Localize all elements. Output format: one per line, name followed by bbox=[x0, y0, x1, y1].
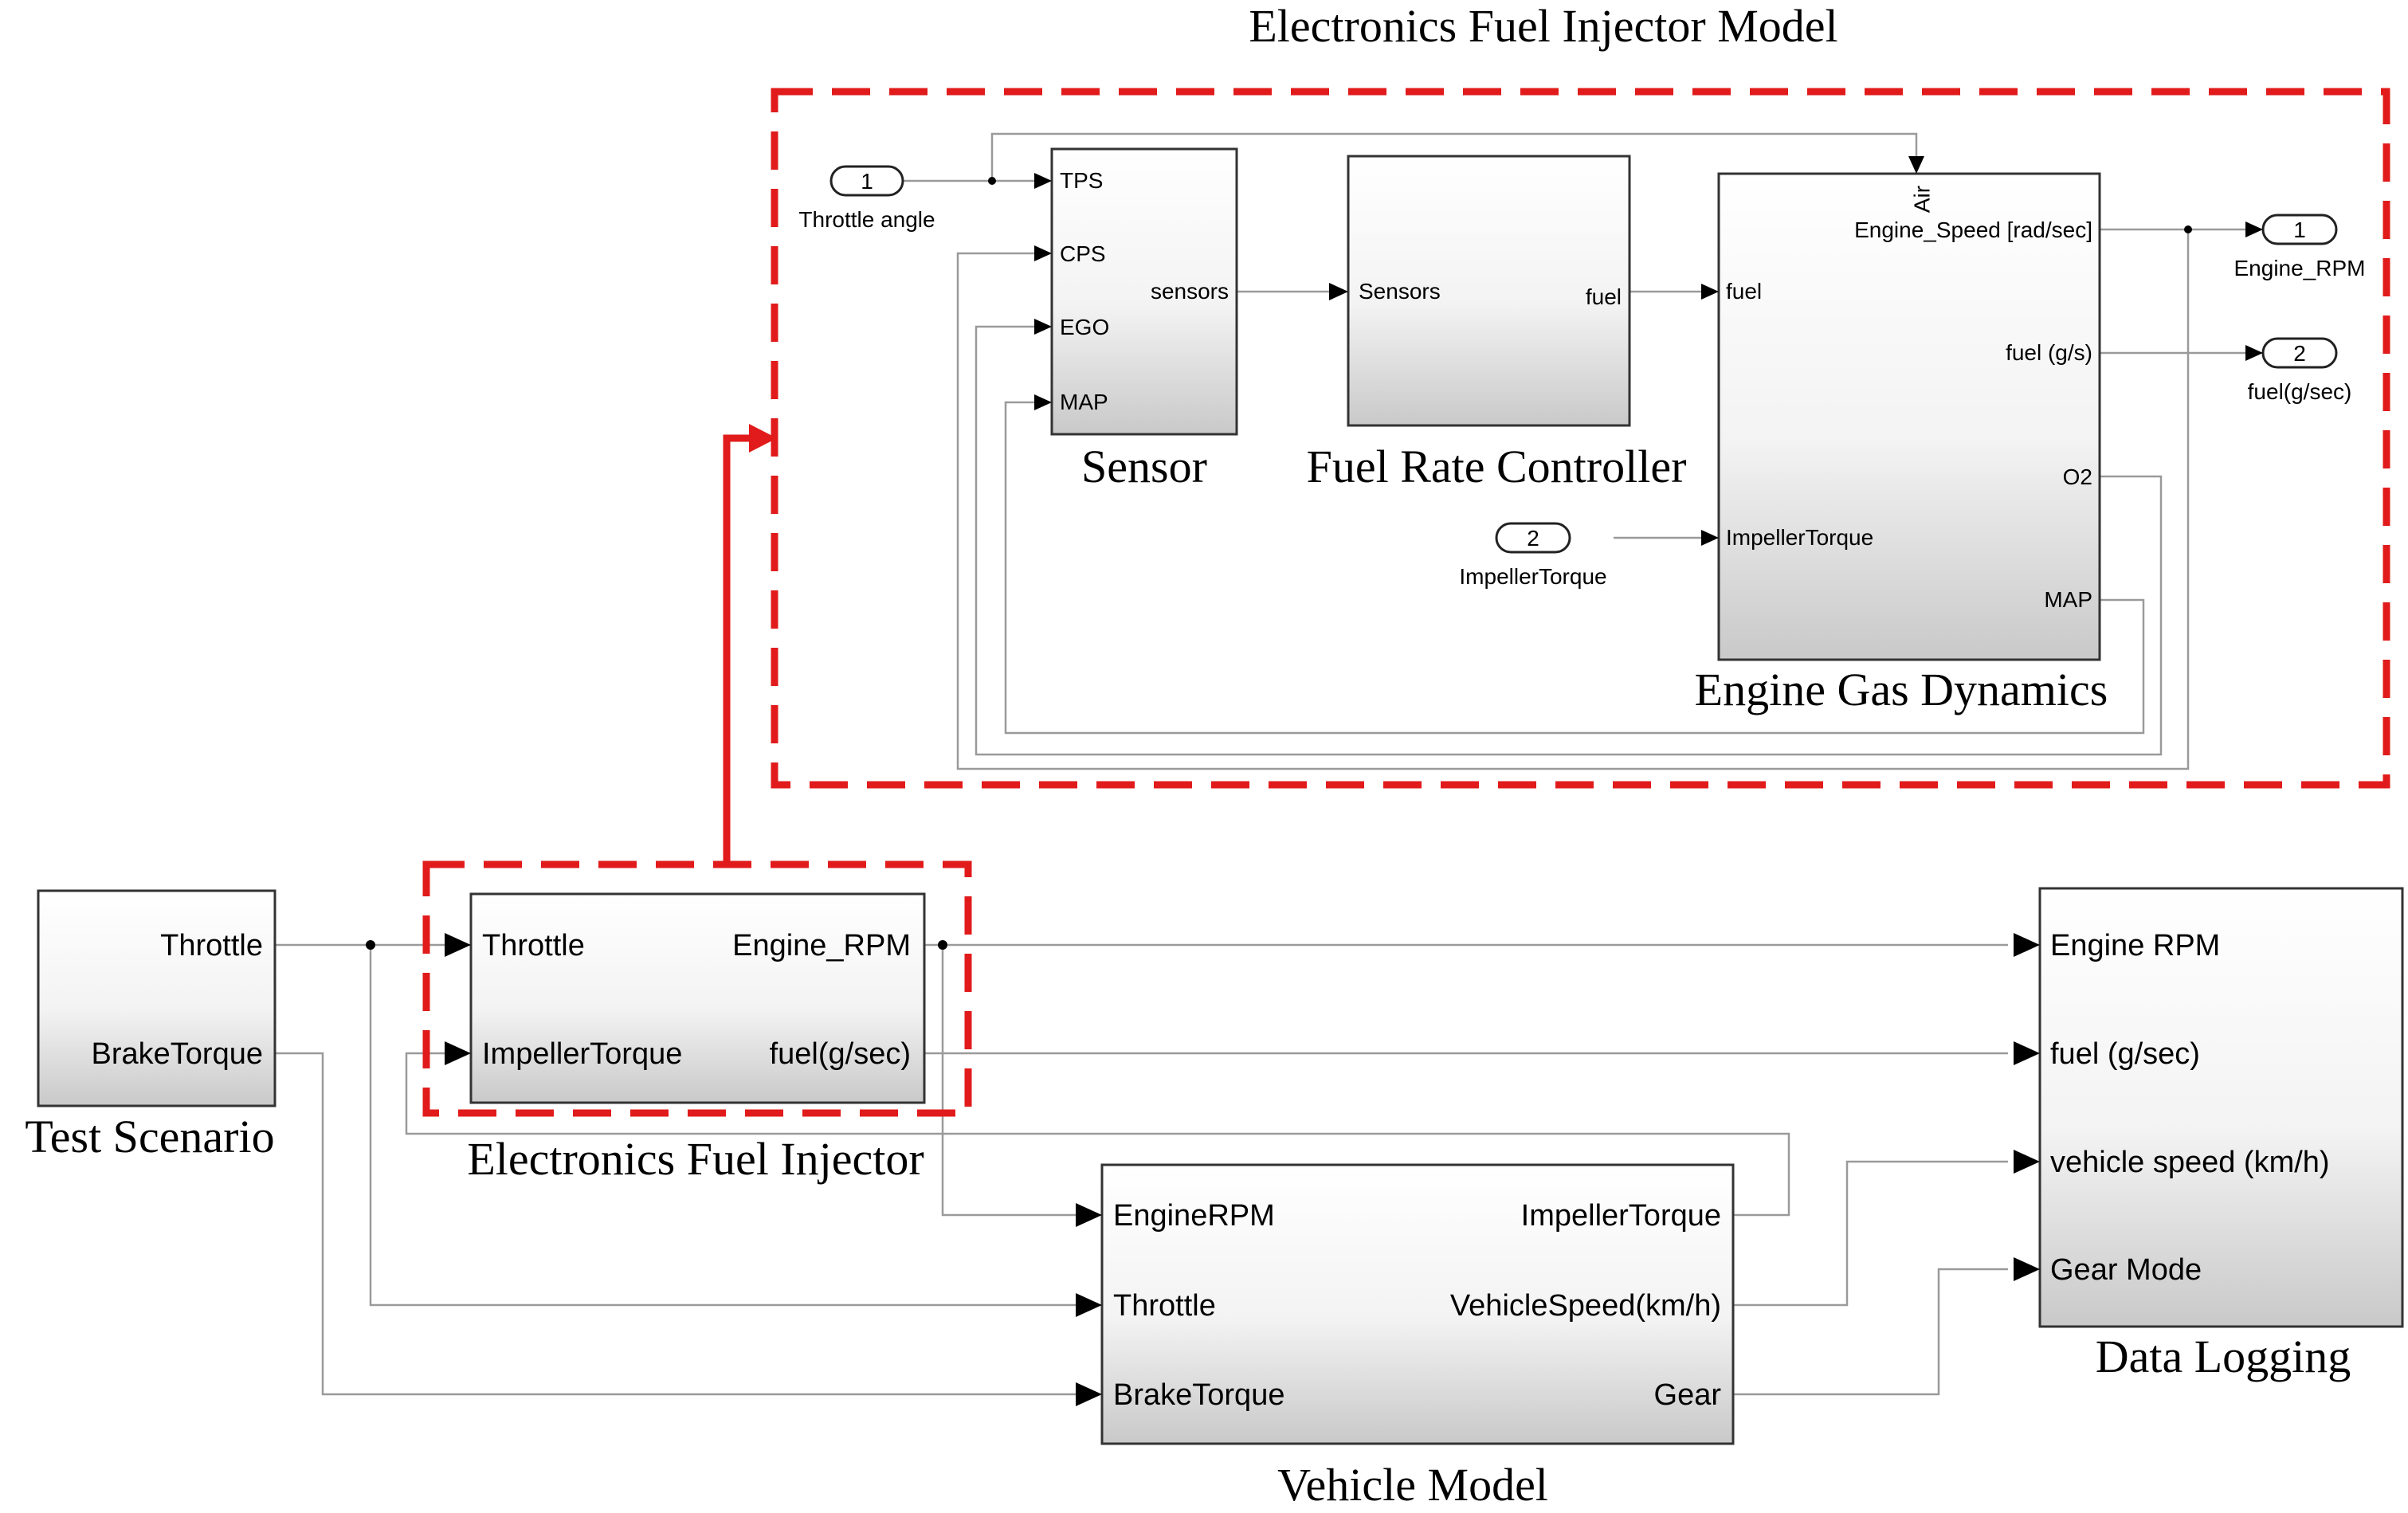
egd-input-fuel: fuel bbox=[1726, 279, 1762, 304]
frc-output-fuel: fuel bbox=[1586, 284, 1622, 309]
sensor-caption: Sensor bbox=[1081, 441, 1207, 492]
ts-caption: Test Scenario bbox=[25, 1111, 274, 1162]
dl-input-gear: Gear Mode bbox=[2050, 1253, 2202, 1287]
zoom-connector-arrow bbox=[749, 424, 777, 453]
outport-rpm-number: 1 bbox=[2293, 218, 2306, 242]
sensor-input-cps: CPS bbox=[1060, 241, 1106, 266]
egd-input-impeller: ImpellerTorque bbox=[1726, 525, 1873, 550]
vehicle-model-block[interactable]: EngineRPM Throttle BrakeTorque ImpellerT… bbox=[1100, 1163, 1735, 1511]
vm-output-gear: Gear bbox=[1654, 1378, 1722, 1412]
inport-impeller[interactable]: 2 ImpellerTorque bbox=[1459, 522, 1607, 589]
bottom-arrowheads bbox=[366, 933, 2040, 1406]
outport-fuel[interactable]: 2 fuel(g/sec) bbox=[2248, 337, 2352, 404]
highlight-callouts bbox=[422, 88, 2390, 1117]
sensor-input-tps: TPS bbox=[1060, 168, 1103, 193]
fi-caption: Electronics Fuel Injector bbox=[467, 1133, 924, 1185]
sensor-output-sensors: sensors bbox=[1151, 279, 1229, 304]
ts-output-brake: BrakeTorque bbox=[92, 1037, 263, 1071]
diagram-title: Electronics Fuel Injector Model bbox=[1249, 0, 1837, 52]
outport-fuel-number: 2 bbox=[2293, 341, 2306, 366]
vm-output-speed: VehicleSpeed(km/h) bbox=[1450, 1289, 1721, 1323]
dl-input-speed: vehicle speed (km/h) bbox=[2050, 1146, 2330, 1179]
zoom-connector bbox=[723, 434, 753, 864]
fuel-rate-controller-block[interactable]: Sensors fuel Fuel Rate Controller bbox=[1307, 155, 1687, 492]
fi-output-rpm: Engine_RPM bbox=[732, 929, 911, 962]
fuel-injector-block[interactable]: Throttle ImpellerTorque Engine_RPM fuel(… bbox=[467, 892, 926, 1185]
inport-impeller-number: 2 bbox=[1527, 526, 1539, 551]
injector-highlight-box bbox=[422, 860, 972, 1117]
vm-input-engine-rpm: EngineRPM bbox=[1113, 1199, 1275, 1233]
egd-output-o2: O2 bbox=[2063, 464, 2092, 489]
frc-input-sensors: Sensors bbox=[1359, 279, 1441, 304]
vm-caption: Vehicle Model bbox=[1277, 1459, 1548, 1511]
dl-input-fuel: fuel (g/sec) bbox=[2050, 1037, 2200, 1071]
frc-caption: Fuel Rate Controller bbox=[1307, 441, 1687, 492]
sensor-block[interactable]: TPS CPS EGO MAP sensors Sensor bbox=[1050, 147, 1238, 492]
top-wires bbox=[903, 132, 2245, 770]
outport-rpm-label: Engine_RPM bbox=[2234, 256, 2366, 280]
outport-fuel-label: fuel(g/sec) bbox=[2248, 379, 2352, 404]
inport-throttle-label: Throttle angle bbox=[798, 207, 935, 232]
fi-output-fuel: fuel(g/sec) bbox=[770, 1037, 911, 1071]
vm-input-brake: BrakeTorque bbox=[1113, 1378, 1284, 1412]
engine-gas-dynamics-block[interactable]: Air fuel ImpellerTorque Engine_Speed [ra… bbox=[1695, 172, 2108, 715]
vm-input-throttle: Throttle bbox=[1113, 1289, 1216, 1323]
fi-input-impeller: ImpellerTorque bbox=[482, 1037, 682, 1071]
dl-input-engine-rpm: Engine RPM bbox=[2050, 929, 2220, 962]
data-logging-block[interactable]: Engine RPM fuel (g/sec) vehicle speed (k… bbox=[2038, 887, 2404, 1382]
inport-throttle-number: 1 bbox=[861, 169, 873, 194]
top-arrowheads bbox=[988, 156, 2263, 546]
fi-input-throttle: Throttle bbox=[482, 929, 585, 962]
outport-engine-rpm[interactable]: 1 Engine_RPM bbox=[2234, 214, 2366, 280]
inport-impeller-label: ImpellerTorque bbox=[1459, 564, 1606, 589]
sensor-input-ego: EGO bbox=[1060, 315, 1109, 339]
inport-throttle[interactable]: 1 Throttle angle bbox=[798, 165, 935, 232]
test-scenario-block[interactable]: Throttle BrakeTorque Test Scenario bbox=[25, 889, 276, 1162]
dl-caption: Data Logging bbox=[2096, 1331, 2351, 1382]
vm-output-impeller: ImpellerTorque bbox=[1521, 1199, 1721, 1233]
egd-caption: Engine Gas Dynamics bbox=[1695, 664, 2108, 715]
egd-output-map: MAP bbox=[2044, 587, 2092, 612]
ts-output-throttle: Throttle bbox=[160, 929, 263, 962]
egd-output-engine-speed: Engine_Speed [rad/sec] bbox=[1854, 218, 2092, 242]
egd-output-fuel: fuel (g/s) bbox=[2006, 340, 2092, 365]
bottom-wires bbox=[275, 943, 2008, 1396]
sensor-input-map: MAP bbox=[1060, 390, 1108, 414]
egd-input-air: Air bbox=[1909, 186, 1934, 213]
